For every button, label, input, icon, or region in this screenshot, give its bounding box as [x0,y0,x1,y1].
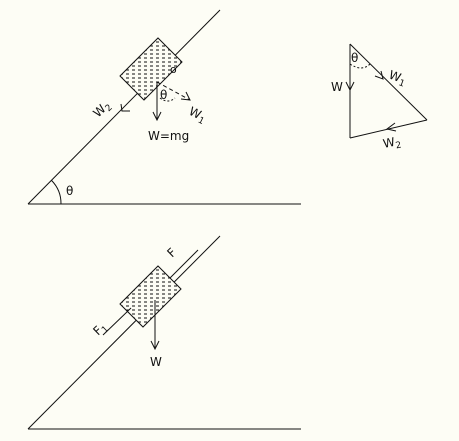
top-block-corner-mark: o [170,63,177,76]
bottom-f-force-line [169,249,199,279]
bottom-f1-subscript: 1 [100,324,111,335]
triangle-theta-arc [349,63,371,69]
triangle-w1-arrowhead [374,70,384,80]
top-block [119,37,183,101]
bottom-block [119,265,182,328]
top-theta-arc [159,97,176,102]
top-weight-arrowhead [152,111,162,122]
top-w2-subscript: 2 [104,103,115,114]
triangle-w1-letter: W [387,68,403,85]
top-incline-angle-arc [51,180,62,205]
triangle-w2-arrowhead [385,122,397,132]
triangle-w1-label: W1 [386,68,408,90]
top-incline-line [27,9,221,205]
triangle-w-label: W [331,80,343,94]
top-w1-dashed-arrow [156,81,191,101]
triangle-w1-subscript: 1 [397,78,406,89]
triangle-w2-subscript: 2 [395,140,403,151]
bottom-weight-arrowhead [150,340,160,351]
triangle-w2-label: W2 [382,134,403,154]
triangle-w2-letter: W [382,135,397,151]
top-w1-arrowhead [180,91,191,101]
bottom-incline-line [27,235,221,430]
top-w2-arrowhead [120,103,130,112]
top-weight-label: W=mg [148,129,189,143]
top-incline-theta-label: θ [66,184,73,198]
top-w1-label: W1 [185,104,208,127]
bottom-f-label: F [164,245,179,260]
top-w1-subscript: 1 [196,116,206,128]
top-w1-letter: W [187,104,204,122]
triangle-w-arrowhead [345,81,355,92]
top-w2-label: W2 [90,98,114,122]
triangle-w1-side [349,43,428,121]
force-triangle-panel: W W1 W2 θ [331,43,428,154]
bottom-incline-panel: F F1 W [27,235,301,430]
bottom-weight-label: W [150,355,162,369]
triangle-theta-label: θ [351,51,358,65]
bottom-f1-label: F1 [90,319,111,340]
top-theta-label: θ [160,88,167,102]
top-incline-panel: θ o W=mg θ W1 W2 [27,9,301,205]
bottom-f1-force-line [102,307,132,336]
